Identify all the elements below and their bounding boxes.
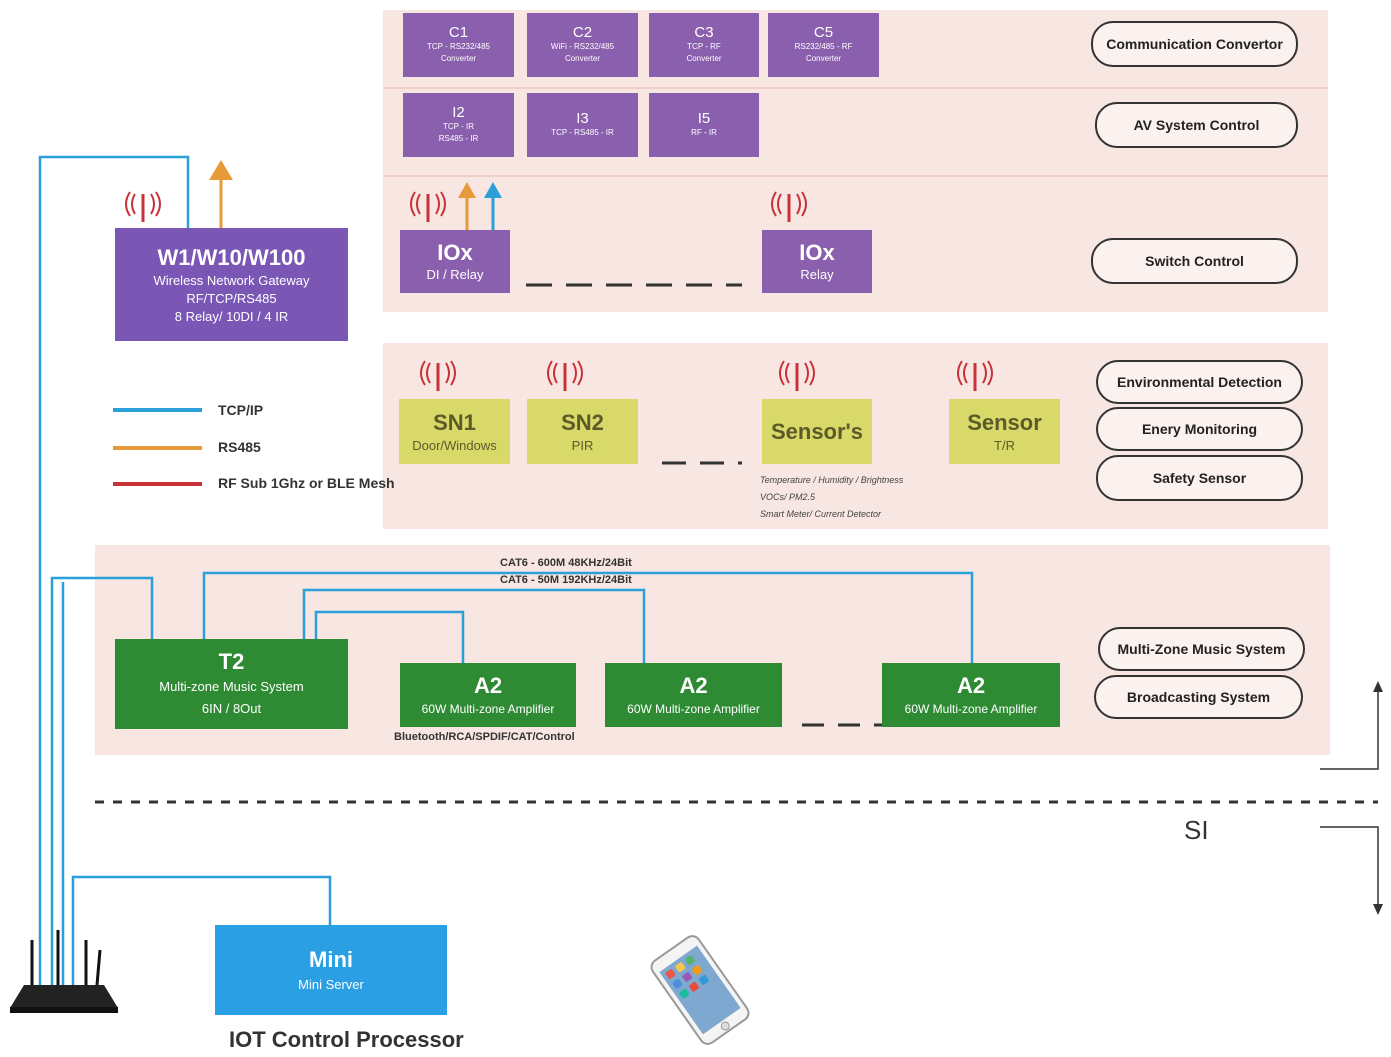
gateway-io: 8 Relay/ 10DI / 4 IR bbox=[174, 308, 289, 324]
wireless-gateway: W1/W10/W100 Wireless Network Gateway RF/… bbox=[115, 228, 348, 341]
sensor-multi: Sensor's bbox=[762, 399, 872, 464]
t2-io: 6IN / 8Out bbox=[201, 701, 262, 716]
converter-subtitle: WiFi - RS232/485 bbox=[550, 42, 615, 51]
label-safety-sensor: Safety Sensor bbox=[1096, 455, 1303, 501]
mini-subtitle: Mini Server bbox=[298, 977, 364, 992]
amplifier-a2: A2 60W Multi-zone Amplifier bbox=[882, 663, 1060, 727]
sensor-note-line: Smart Meter/ Current Detector bbox=[760, 509, 882, 519]
io-module-subtitle: Relay bbox=[800, 266, 834, 282]
sensor-subtitle: PIR bbox=[571, 437, 594, 453]
tcpip-arrow bbox=[484, 182, 502, 230]
converter-c3: C3 TCP - RF Converter bbox=[649, 13, 759, 77]
amplifier-subtitle: 60W Multi-zone Amplifier bbox=[627, 702, 760, 716]
converter-subtitle: TCP - RF bbox=[687, 42, 721, 51]
sensor-title: Sensor bbox=[967, 409, 1042, 435]
music-system-t2: T2 Multi-zone Music System 6IN / 8Out bbox=[115, 639, 348, 729]
legend-label-tcpip: TCP/IP bbox=[218, 402, 264, 418]
t2-title: T2 bbox=[218, 649, 245, 674]
controller-title: I5 bbox=[697, 110, 711, 127]
amplifier-a2: A2 60W Multi-zone Amplifier bbox=[400, 663, 576, 727]
label-switch-control: Switch Control bbox=[1091, 238, 1298, 284]
gateway-title: W1/W10/W100 bbox=[157, 244, 306, 270]
label-environmental-detection: Environmental Detection bbox=[1096, 360, 1303, 404]
converter-title: C2 bbox=[572, 24, 593, 41]
converter-c2: C2 WiFi - RS232/485 Converter bbox=[527, 13, 638, 77]
mini-server: Mini Mini Server bbox=[215, 925, 447, 1015]
sensor-title: SN1 bbox=[433, 409, 476, 435]
amplifier-title: A2 bbox=[956, 673, 986, 698]
controller-title: I3 bbox=[576, 110, 589, 127]
gateway-protocols: RF/TCP/RS485 bbox=[186, 290, 277, 306]
legend-label-rf: RF Sub 1Ghz or BLE Mesh bbox=[218, 475, 395, 491]
controller-title: I2 bbox=[452, 104, 465, 121]
sensor-sn1: SN1 Door/Windows bbox=[399, 399, 510, 464]
io-module-di-relay: IOx DI / Relay bbox=[400, 230, 510, 293]
converter-title: C3 bbox=[694, 24, 714, 41]
tcpip-connectors bbox=[38, 155, 974, 985]
ir-controller-i5: I5 RF - IR bbox=[649, 93, 759, 157]
amplifier-a2: A2 60W Multi-zone Amplifier bbox=[605, 663, 782, 727]
converter-subtitle: RS232/485 - RF bbox=[794, 42, 853, 51]
sensor-tr: Sensor T/R bbox=[949, 399, 1060, 464]
converter-title: C1 bbox=[448, 24, 469, 41]
cable-spec-50m: CAT6 - 50M 192KHz/24Bit bbox=[500, 574, 632, 586]
controller-subtitle: RF - IR bbox=[691, 128, 717, 137]
converter-subtitle: Converter bbox=[440, 54, 477, 63]
amplifier-subtitle: 60W Multi-zone Amplifier bbox=[421, 702, 555, 716]
converter-subtitle: TCP - RS232/485 bbox=[427, 42, 490, 51]
ir-controller-i2: I2 TCP - IR RS485 - IR bbox=[403, 93, 514, 157]
sensor-note-line: VOCs/ PM2.5 bbox=[760, 492, 816, 502]
router-icon bbox=[10, 930, 118, 1013]
label-communication-convertor: Communication Convertor bbox=[1091, 21, 1298, 67]
row-divider bbox=[383, 175, 1328, 177]
io-module-subtitle: DI / Relay bbox=[426, 266, 484, 282]
converter-c5: C5 RS232/485 - RF Converter bbox=[768, 13, 879, 77]
sensor-subtitle: Door/Windows bbox=[412, 437, 497, 453]
sensor-note: Temperature / Humidity / Brightness VOCs… bbox=[760, 472, 903, 523]
io-module-title: IOx bbox=[799, 239, 835, 265]
legend-label-rs485: RS485 bbox=[218, 439, 261, 455]
cable-spec-600m: CAT6 - 600M 48KHz/24Bit bbox=[500, 557, 632, 569]
converter-subtitle: Converter bbox=[805, 54, 842, 63]
controller-subtitle: RS485 - IR bbox=[438, 134, 479, 143]
controller-subtitle: TCP - IR bbox=[443, 122, 474, 131]
io-module-relay: IOx Relay bbox=[762, 230, 872, 293]
rs485-arrow bbox=[458, 182, 476, 230]
t2-subtitle: Multi-zone Music System bbox=[159, 679, 304, 694]
converter-c1: C1 TCP - RS232/485 Converter bbox=[403, 13, 514, 77]
sensor-title: SN2 bbox=[561, 409, 604, 435]
ir-controller-i3: I3 TCP - RS485 - IR bbox=[527, 93, 638, 157]
mini-title: Mini bbox=[309, 947, 353, 972]
io-module-title: IOx bbox=[437, 239, 473, 265]
converter-subtitle: Converter bbox=[564, 54, 601, 63]
amplifier-title: A2 bbox=[679, 673, 708, 698]
sensor-sn2: SN2 PIR bbox=[527, 399, 638, 464]
sensor-title: Sensor's bbox=[770, 418, 864, 444]
label-broadcasting-system: Broadcasting System bbox=[1094, 675, 1303, 719]
amplifier-subtitle: 60W Multi-zone Amplifier bbox=[904, 702, 1038, 716]
smartphone-icon bbox=[650, 935, 750, 1045]
si-arrows bbox=[1320, 681, 1383, 915]
iot-control-processor-label: IOT Control Processor bbox=[229, 1027, 464, 1052]
row-divider bbox=[383, 87, 1328, 89]
sensor-note-line: Temperature / Humidity / Brightness bbox=[760, 475, 904, 485]
amplifier-inputs: Bluetooth/RCA/SPDIF/CAT/Control bbox=[394, 731, 575, 743]
controller-subtitle: TCP - RS485 - IR bbox=[551, 128, 614, 137]
converter-subtitle: Converter bbox=[686, 54, 722, 63]
converter-title: C5 bbox=[813, 24, 834, 41]
gateway-subtitle: Wireless Network Gateway bbox=[153, 272, 310, 288]
label-av-system-control: AV System Control bbox=[1095, 102, 1298, 148]
rs485-arrow bbox=[209, 160, 233, 228]
amplifier-title: A2 bbox=[473, 673, 503, 698]
label-multi-zone-music: Multi-Zone Music System bbox=[1098, 627, 1305, 671]
si-label: SI bbox=[1184, 815, 1209, 845]
sensor-subtitle: T/R bbox=[994, 437, 1015, 453]
label-energy-monitoring: Enery Monitoring bbox=[1096, 407, 1303, 451]
